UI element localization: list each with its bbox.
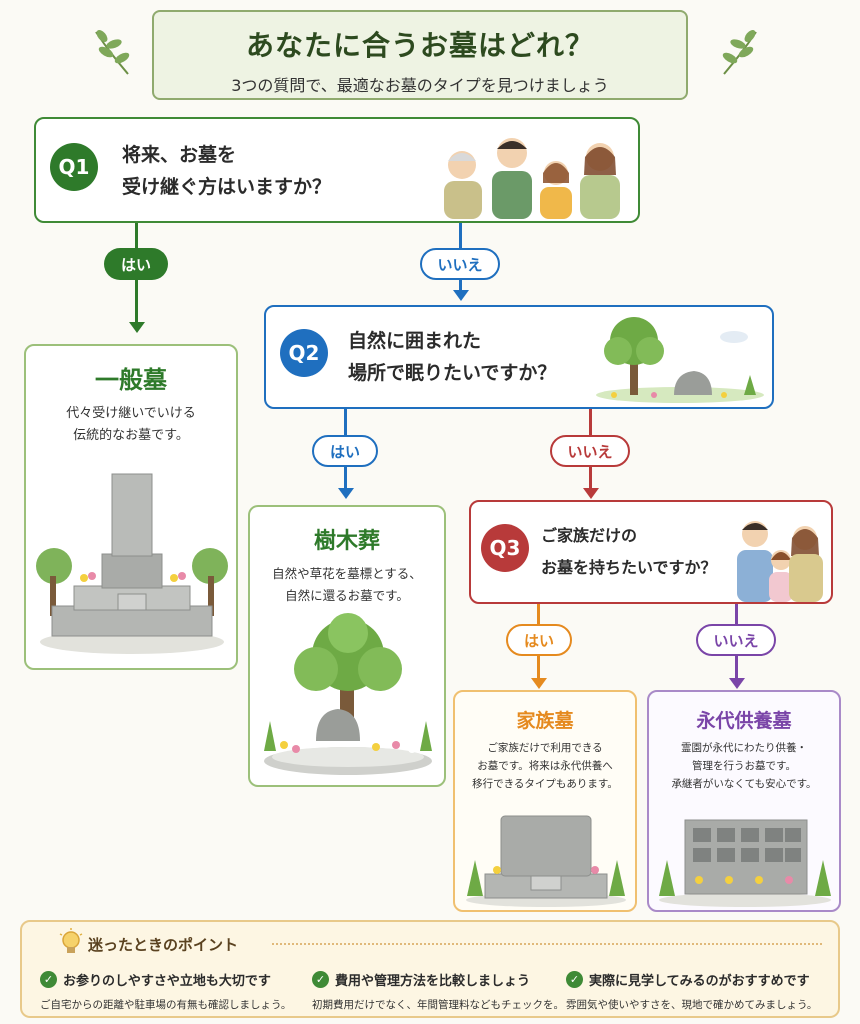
q1-line1: 将来、お墓を [122,144,237,166]
q2-no-arrow [583,488,599,499]
question-1-box: Q1 将来、お墓を 受け継ぐ方はいますか？ [34,117,640,223]
jumokuso-desc-2: 自然に還るお墓です。 [285,588,409,603]
tips-heading: 迷ったときのポイント [88,936,239,954]
family-grave-illustration [466,815,626,907]
q3-no-arrow [729,678,745,689]
q1-line2: 受け継ぐ方はいますか？ [122,176,332,198]
jumokuso-desc-1: 自然や草花を墓標とする、 [272,566,422,581]
check-icon: ✓ [566,971,583,988]
tip-2-desc: 初期費用だけでなく、年間管理料などもチェックを。 [312,999,564,1011]
eitai-desc: 霊園が永代にわたり供養・ 管理を行うお墓です。 承継者がいなくても安心です。 [649,739,839,793]
result-ippanbo: 一般墓 代々受け継いでいける 伝統的なお墓です。 [24,344,238,670]
title-banner: あなたに合うお墓はどれ？ 3つの質問で、最適なお墓のタイプを見つけましょう [152,10,688,100]
check-icon: ✓ [40,971,57,988]
q3-badge: Q3 [481,524,529,572]
page-title: あなたに合うお墓はどれ？ [245,29,594,62]
traditional-grave-illustration [36,473,228,654]
q1-no-arrow [453,290,469,301]
kazokubo-desc-1: ご家族だけで利用できる [487,742,603,754]
result-jumokuso: 樹木葬 自然や草花を墓標とする、 自然に還るお墓です。 [248,505,446,787]
q2-text: 自然に囲まれた 場所で眠りたいですか？ [348,325,556,389]
kazokubo-desc-3: 移行できるタイプもあります。 [472,778,618,790]
q1-text: 将来、お墓を 受け継ぐ方はいますか？ [122,139,331,203]
leaf-right-icon [722,30,757,75]
eitai-desc-1: 霊園が永代にわたり供養・ [681,742,807,754]
eitai-desc-3: 承継者がいなくても安心です。 [671,778,817,790]
ippanbo-desc-1: 代々受け継いでいける [66,406,196,421]
result-eitai: 永代供養墓 霊園が永代にわたり供養・ 管理を行うお墓です。 承継者がいなくても安… [647,690,841,912]
tip-item-2: ✓ 費用や管理方法を比較しましょう 初期費用だけでなく、年間管理料などもチェックを… [312,970,564,1012]
q2-yes-arrow [338,488,354,499]
ippanbo-desc-2: 伝統的なお墓です。 [73,428,189,443]
jumokuso-desc: 自然や草花を墓標とする、 自然に還るお墓です。 [250,563,444,607]
tip-3-desc: 雰囲気や使いやすさを、現地で確かめてみましょう。 [566,999,818,1011]
tips-panel: 迷ったときのポイント ✓ お参りのしやすさや立地も大切です ご自宅からの距離や駐車… [20,920,840,1018]
tip-1-title: お参りのしやすさや立地も大切です [63,974,271,989]
q1-yes-pill: はい [104,248,168,280]
q2-yes-pill: はい [312,435,378,467]
question-2-box: Q2 自然に囲まれた 場所で眠りたいですか？ [264,305,774,409]
tree-burial-illustration [264,613,432,775]
q2-line1: 自然に囲まれた [348,330,482,352]
columbarium-illustration [659,819,831,907]
q1-yes-arrow [129,322,145,333]
q3-yes-arrow [531,678,547,689]
q2-no-pill: いいえ [550,435,630,467]
leaf-left-icon [95,30,130,75]
nature-tree-illustration [596,317,764,403]
q2-line2: 場所で眠りたいですか？ [348,362,557,384]
q3-line1: ご家族だけの [541,526,638,545]
q3-no-pill: いいえ [696,624,776,656]
question-3-box: Q3 ご家族だけの お墓を持ちたいですか？ [469,500,833,604]
tip-1-desc: ご自宅からの距離や駐車場の有無も確認しましょう。 [40,999,292,1011]
eitai-title: 永代供養墓 [696,710,792,732]
q2-badge: Q2 [280,329,328,377]
ippanbo-desc: 代々受け継いでいける 伝統的なお墓です。 [26,403,236,447]
q3-line2: お墓を持ちたいですか？ [541,558,717,577]
result-kazokubo: 家族墓 ご家族だけで利用できる お墓です。将来は永代供養へ 移行できるタイプもあ… [453,690,637,912]
kazokubo-title: 家族墓 [516,710,574,732]
q1-no-pill: いいえ [420,248,500,280]
ippanbo-title: 一般墓 [95,366,167,394]
check-icon: ✓ [312,971,329,988]
q3-yes-pill: はい [506,624,572,656]
tip-item-3: ✓ 実際に見学してみるのがおすすめです 雰囲気や使いやすさを、現地で確かめてみまし… [566,970,817,1012]
tip-2-title: 費用や管理方法を比較しましょう [335,974,531,989]
tips-divider [272,943,822,945]
kazokubo-desc: ご家族だけで利用できる お墓です。将来は永代供養へ 移行できるタイプもあります。 [455,739,635,793]
kazokubo-desc-2: お墓です。将来は永代供養へ [477,760,613,772]
tip-3-title: 実際に見学してみるのがおすすめです [589,974,810,989]
couple-child-illustration [737,521,823,602]
q3-text: ご家族だけの お墓を持ちたいですか？ [541,520,717,584]
page-subtitle: 3つの質問で、最適なお墓のタイプを見つけましょう [231,76,609,95]
family-illustration [444,138,620,219]
jumokuso-title: 樹木葬 [313,529,380,554]
eitai-desc-2: 管理を行うお墓です。 [692,760,796,772]
tip-item-1: ✓ お参りのしやすさや立地も大切です ご自宅からの距離や駐車場の有無も確認しましょ… [40,970,291,1012]
q1-badge: Q1 [50,143,98,191]
lightbulb-icon [59,928,83,953]
